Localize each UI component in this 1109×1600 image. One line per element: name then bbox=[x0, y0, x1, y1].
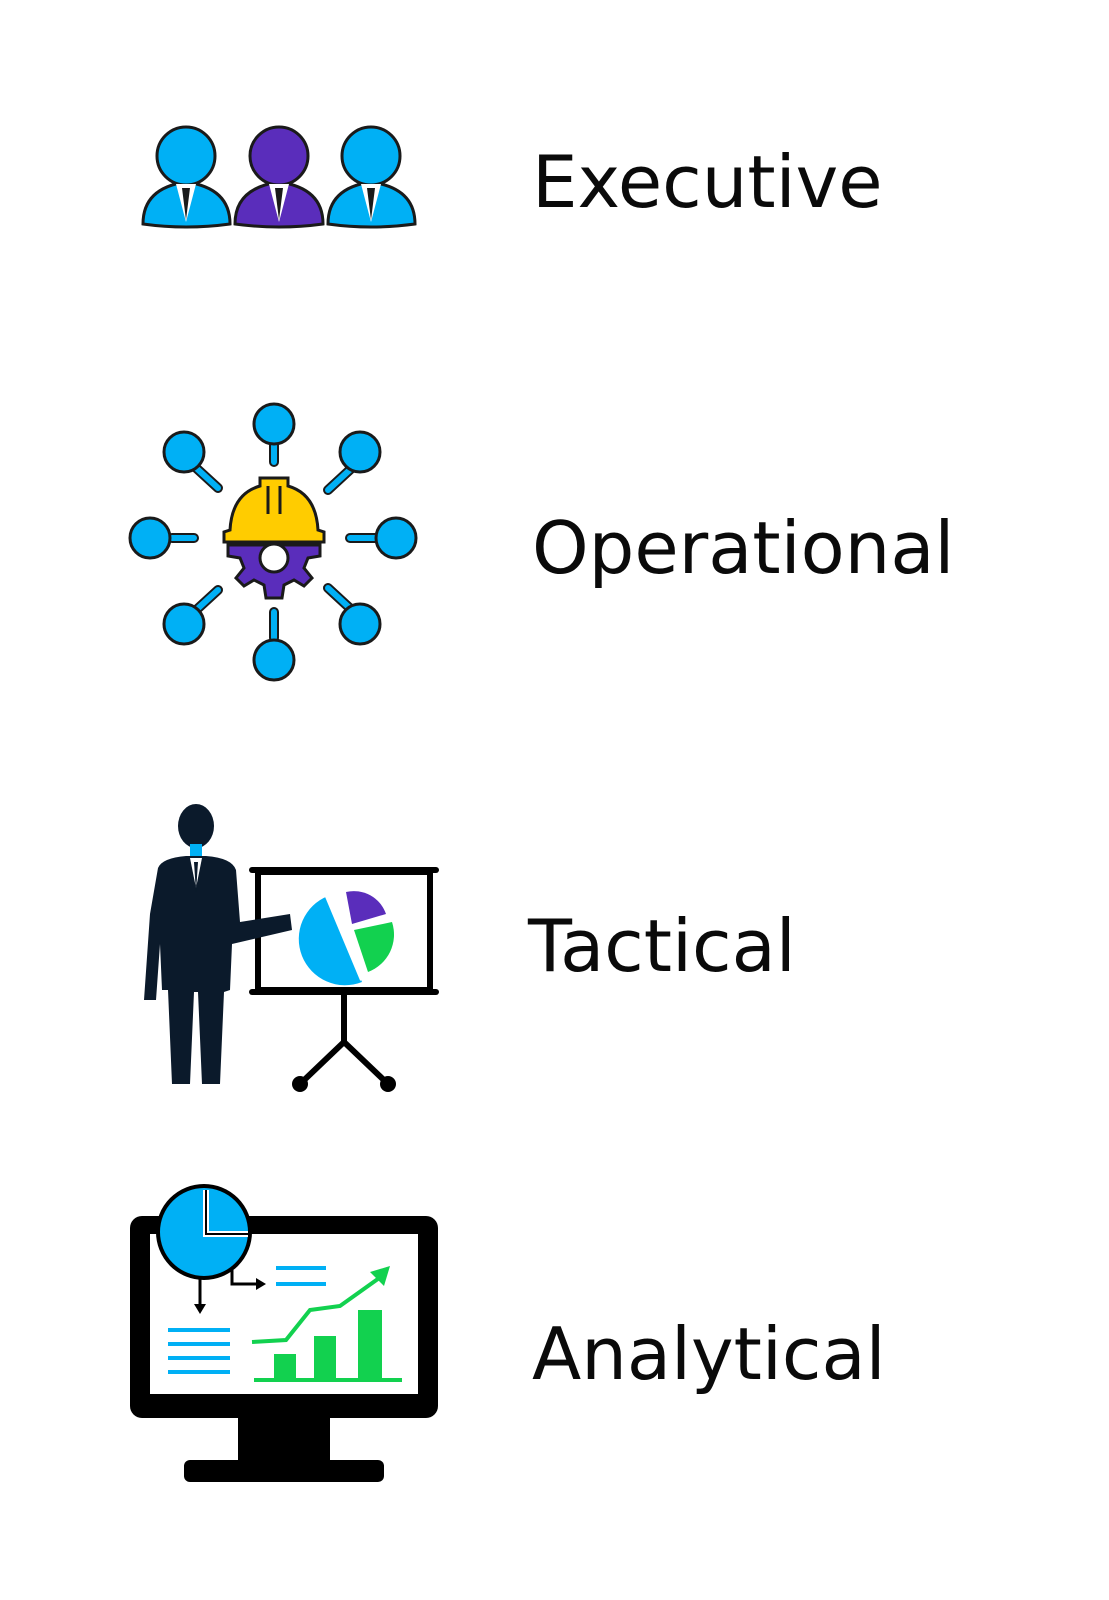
tactical-label: Tactical bbox=[528, 904, 796, 988]
hardhat-gear-network-icon bbox=[128, 402, 418, 682]
presenter-pie-chart-icon bbox=[144, 804, 439, 1092]
analytical-label: Analytical bbox=[532, 1312, 886, 1396]
executive-row: Executive bbox=[0, 0, 1109, 380]
operational-row: Operational bbox=[0, 380, 1109, 760]
analytical-row: Analytical bbox=[0, 1170, 1109, 1510]
people-team-icon bbox=[141, 125, 417, 229]
tactical-row: Tactical bbox=[0, 780, 1109, 1120]
monitor-analytics-icon bbox=[130, 1184, 438, 1482]
operational-label: Operational bbox=[532, 506, 955, 590]
executive-label: Executive bbox=[532, 140, 883, 224]
